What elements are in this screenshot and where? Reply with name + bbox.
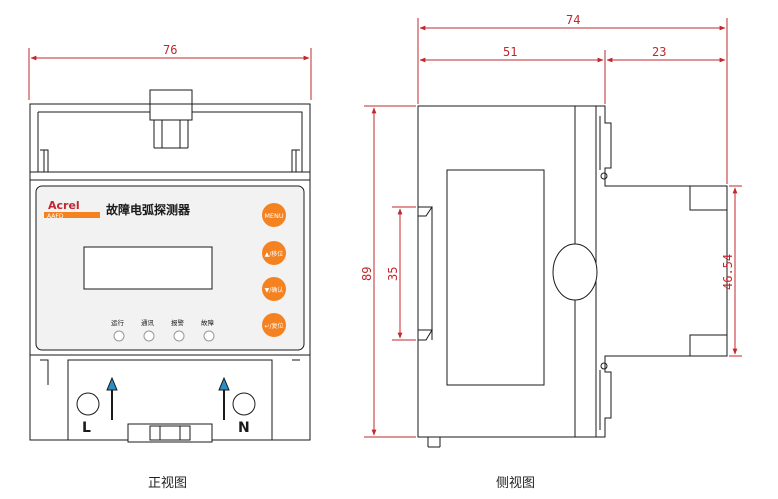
- depth-rear-label: 23: [652, 45, 666, 59]
- side-dimensions: [364, 18, 742, 438]
- down-confirm-button[interactable]: ▼/确认: [262, 277, 286, 301]
- side-view: [417, 105, 728, 448]
- terminal-screw-n: [232, 392, 256, 416]
- indicator-label-run: 运行: [111, 318, 125, 327]
- side-view-caption: 侧视图: [496, 476, 536, 491]
- terminal-arrow-n: [218, 376, 230, 420]
- depth-total-label: 74: [566, 13, 580, 27]
- step-height-label: 46.54: [721, 254, 735, 290]
- terminal-label-l: L: [82, 420, 91, 436]
- front-view-caption: 正视图: [148, 476, 188, 491]
- lcd-display: [83, 246, 213, 290]
- model-label: AAFD: [47, 213, 64, 220]
- terminal-arrow-l: [106, 376, 118, 420]
- indicator-label-comm: 通讯: [141, 318, 155, 327]
- front-width-label: 76: [163, 43, 177, 57]
- terminal-label-n: N: [238, 420, 250, 436]
- indicator-led-comm: [143, 330, 155, 342]
- menu-button[interactable]: MENU: [262, 203, 286, 227]
- indicator-label-alarm: 报警: [171, 318, 185, 327]
- terminal-screw-l: [76, 392, 100, 416]
- up-shift-button[interactable]: ▲/移位: [262, 241, 286, 265]
- enter-reset-button-label: ↵/复位: [264, 322, 283, 330]
- enter-reset-button[interactable]: ↵/复位: [262, 313, 286, 337]
- indicator-label-fault: 故障: [201, 318, 215, 327]
- brand-logo: Acrel: [48, 199, 80, 212]
- front-panel: Acrel AAFD 故障电弧探测器 运行 通讯 报警 故障 MENU ▲/移位…: [44, 199, 286, 436]
- up-shift-button-label: ▲/移位: [265, 250, 284, 258]
- indicator-led-run: [113, 330, 125, 342]
- indicator-led-fault: [203, 330, 215, 342]
- device-title: 故障电弧探测器: [106, 202, 191, 217]
- rail-width-label: 35: [386, 267, 400, 281]
- depth-front-label: 51: [503, 45, 517, 59]
- indicator-led-alarm: [173, 330, 185, 342]
- height-label: 89: [360, 267, 374, 281]
- down-confirm-button-label: ▼/确认: [265, 286, 284, 294]
- label-band: [44, 212, 100, 218]
- front-width-dimension: [28, 48, 312, 100]
- menu-button-label: MENU: [264, 212, 284, 220]
